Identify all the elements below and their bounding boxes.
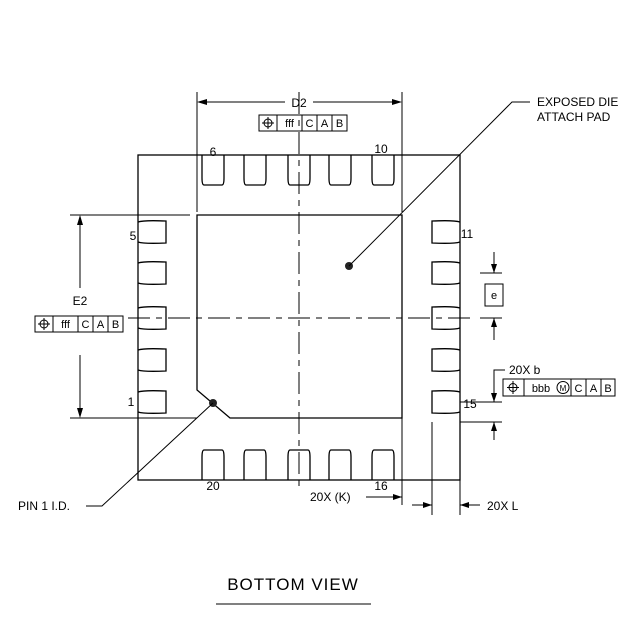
e-dimension: e <box>480 252 504 340</box>
fcf-d2: fff C A B <box>258 114 348 132</box>
e2-dimension: E2 <box>70 214 197 419</box>
pads <box>137 155 461 480</box>
pad <box>328 449 352 480</box>
pin-label-5: 5 <box>130 229 137 243</box>
max-material-condition-icon <box>556 381 570 394</box>
svg-text:fff: fff <box>285 118 295 130</box>
pin1-label: PIN 1 I.D. <box>18 499 70 513</box>
pad <box>137 390 167 414</box>
svg-text:bbb: bbb <box>532 383 550 395</box>
pad <box>201 449 225 480</box>
b-dimension: 20X b <box>460 363 541 440</box>
svg-text:A: A <box>590 383 598 395</box>
fcf-e2: fff C A B <box>34 315 124 333</box>
svg-text:B: B <box>336 118 343 130</box>
pad <box>137 306 167 330</box>
k-l-dimensions: 20X (K) 20X L <box>310 418 519 515</box>
exposed-pad-leader <box>348 101 530 267</box>
svg-text:M: M <box>560 384 567 393</box>
exposed-pad <box>196 214 403 419</box>
svg-text:B: B <box>604 383 611 395</box>
pad <box>371 155 395 186</box>
pin-label-10: 10 <box>374 142 388 156</box>
pad <box>431 220 461 244</box>
exposed-pad-label: EXPOSED DIE <box>537 95 618 109</box>
view-title: BOTTOM VIEW <box>227 575 359 594</box>
pad <box>137 220 167 244</box>
pin-label-6: 6 <box>210 145 217 159</box>
pad <box>137 261 167 285</box>
pad <box>243 449 267 480</box>
pad <box>201 155 225 186</box>
d2-dimension: D2 <box>196 92 403 212</box>
pad <box>431 261 461 285</box>
pin1-leader <box>86 402 214 507</box>
pad <box>287 155 311 186</box>
svg-text:C: C <box>575 383 583 395</box>
svg-text:B: B <box>112 319 119 331</box>
pin-label-16: 16 <box>374 479 388 493</box>
pad <box>328 155 352 186</box>
k-label: 20X (K) <box>310 490 351 504</box>
pad <box>371 449 395 480</box>
pin-label-11: 11 <box>461 227 474 241</box>
e2-label: E2 <box>73 294 88 308</box>
fcf-b: bbb M C A B <box>502 378 616 397</box>
pad <box>431 390 461 414</box>
pad <box>287 449 311 480</box>
pad <box>431 306 461 330</box>
pin-label-1: 1 <box>128 395 135 409</box>
b-label: 20X b <box>509 363 541 377</box>
d2-label: D2 <box>291 96 307 110</box>
exposed-pad-label-2: ATTACH PAD <box>537 110 611 124</box>
pin-label-15: 15 <box>463 397 477 411</box>
e-label: e <box>491 290 497 302</box>
pad <box>243 155 267 186</box>
svg-text:C: C <box>82 319 90 331</box>
svg-text:A: A <box>321 118 329 130</box>
pad <box>137 348 167 372</box>
svg-text:fff: fff <box>61 319 71 331</box>
svg-text:C: C <box>306 118 314 130</box>
svg-text:A: A <box>97 319 105 331</box>
pad <box>431 348 461 372</box>
l-label: 20X L <box>487 499 519 513</box>
pin-label-20: 20 <box>206 479 220 493</box>
